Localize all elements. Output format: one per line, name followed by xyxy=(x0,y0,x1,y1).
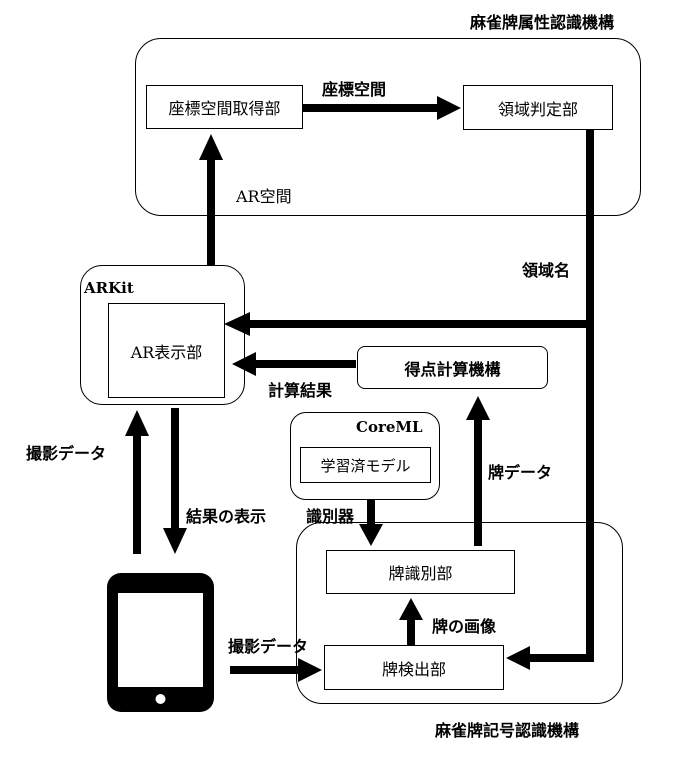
tile-detect-box: 牌検出部 xyxy=(324,645,504,690)
tile-image-label: 牌の画像 xyxy=(432,617,497,636)
coord-space-label: 座標空間 xyxy=(322,80,387,99)
score-calc-box: 得点計算機構 xyxy=(357,346,548,389)
classifier-label: 識別器 xyxy=(306,507,355,526)
trained-model-box: 学習済モデル xyxy=(300,447,431,483)
arkit-title: ARKit xyxy=(84,279,134,297)
coreml-title: CoreML xyxy=(356,418,423,436)
region-name-label: 領域名 xyxy=(522,261,571,280)
ar-display-box: AR表示部 xyxy=(108,303,225,398)
smartphone-icon xyxy=(107,573,214,712)
symbol-recognition-title: 麻雀牌記号認識機構 xyxy=(435,721,580,740)
coord-acquire-box: 座標空間取得部 xyxy=(146,85,303,129)
tile-data-label: 牌データ xyxy=(488,463,553,482)
region-judge-box: 領域判定部 xyxy=(463,85,613,130)
show-result-label: 結果の表示 xyxy=(186,507,267,526)
ar-space-label: AR空間 xyxy=(236,187,292,206)
attr-recognition-title: 麻雀牌属性認識機構 xyxy=(470,13,615,32)
capture-data-bottom-label: 撮影データ xyxy=(228,637,309,656)
capture-data-left-label: 撮影データ xyxy=(26,444,107,463)
tile-identify-box: 牌識別部 xyxy=(326,550,515,594)
calc-result-label: 計算結果 xyxy=(268,381,333,400)
